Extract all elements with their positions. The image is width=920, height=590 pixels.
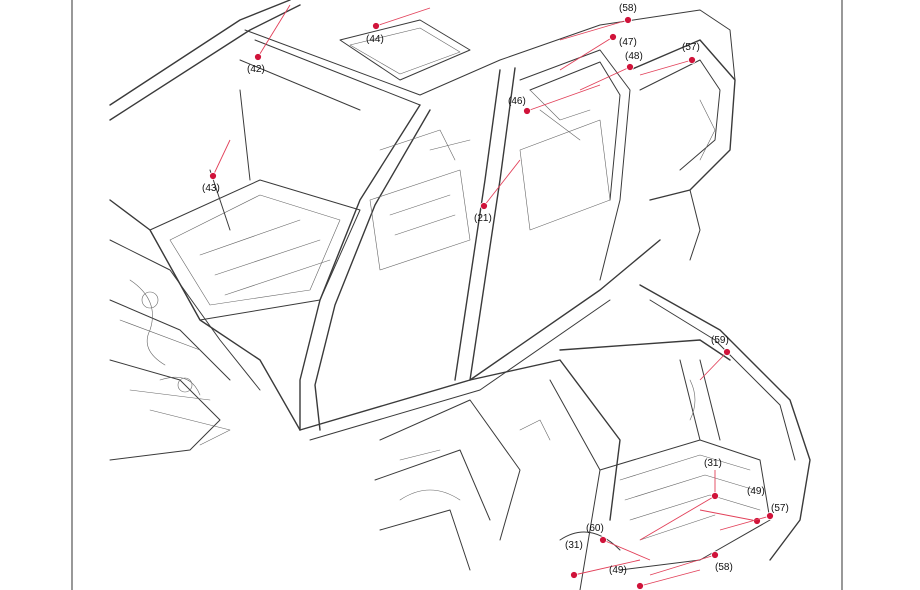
callout-label: (47) [619,37,637,48]
callout-label: (31) [704,458,722,469]
callout-31-left: (31) [565,540,641,579]
weld-spot-marker [688,56,696,64]
callout-label: (46) [508,96,526,107]
callout-49-bottom: (49) [609,565,701,590]
callout-31-right: (31) [639,458,722,541]
weld-spot-marker [609,33,617,41]
callout-44: (44) [366,7,431,45]
callout-49-right: (49) [699,486,765,525]
callout-label: (57) [771,503,789,514]
callout-43: (43) [202,139,231,194]
callout-58-bottom: (58) [649,551,733,576]
callout-label: (58) [715,562,733,573]
main-body-view [109,0,736,461]
callout-label: (43) [202,183,220,194]
callout-label: (58) [619,3,637,14]
callout-59: (59) [699,335,731,381]
weld-spot-marker [209,172,217,180]
weld-spot-marker [626,63,634,71]
rear-inset-view [374,284,811,590]
weld-spot-marker [766,512,774,520]
callout-57-top: (57) [639,42,700,76]
weld-spot-marker [372,22,380,30]
weld-spot-marker [480,202,488,210]
weld-spot-marker [636,582,644,590]
callout-58-top: (58) [559,3,637,41]
weld-spot-marker [523,107,531,115]
weld-spot-marker [254,53,262,61]
callout-46: (46) [508,84,601,115]
weld-spot-marker [723,348,731,356]
callout-label: (60) [586,523,604,534]
callouts: (42) (44) (58) (47) (48) [202,3,789,590]
callout-label: (44) [366,34,384,45]
callout-label: (49) [747,486,765,497]
callout-label: (31) [565,540,583,551]
callout-48: (48) [579,51,643,91]
callout-42: (42) [247,4,291,75]
weld-spot-marker [711,492,719,500]
weld-spot-marker [624,16,632,24]
callout-47: (47) [559,33,637,71]
callout-60: (60) [586,523,651,561]
callout-label: (49) [609,565,627,576]
callout-label: (42) [247,64,265,75]
callout-label: (21) [474,213,492,224]
weld-spot-marker [570,571,578,579]
callout-21: (21) [474,159,521,224]
weld-spot-marker [599,536,607,544]
weld-spot-marker [711,551,719,559]
callout-label: (48) [625,51,643,62]
callout-label: (57) [682,42,700,53]
callout-label: (59) [711,335,729,346]
callout-57-bottom: (57) [719,503,789,531]
